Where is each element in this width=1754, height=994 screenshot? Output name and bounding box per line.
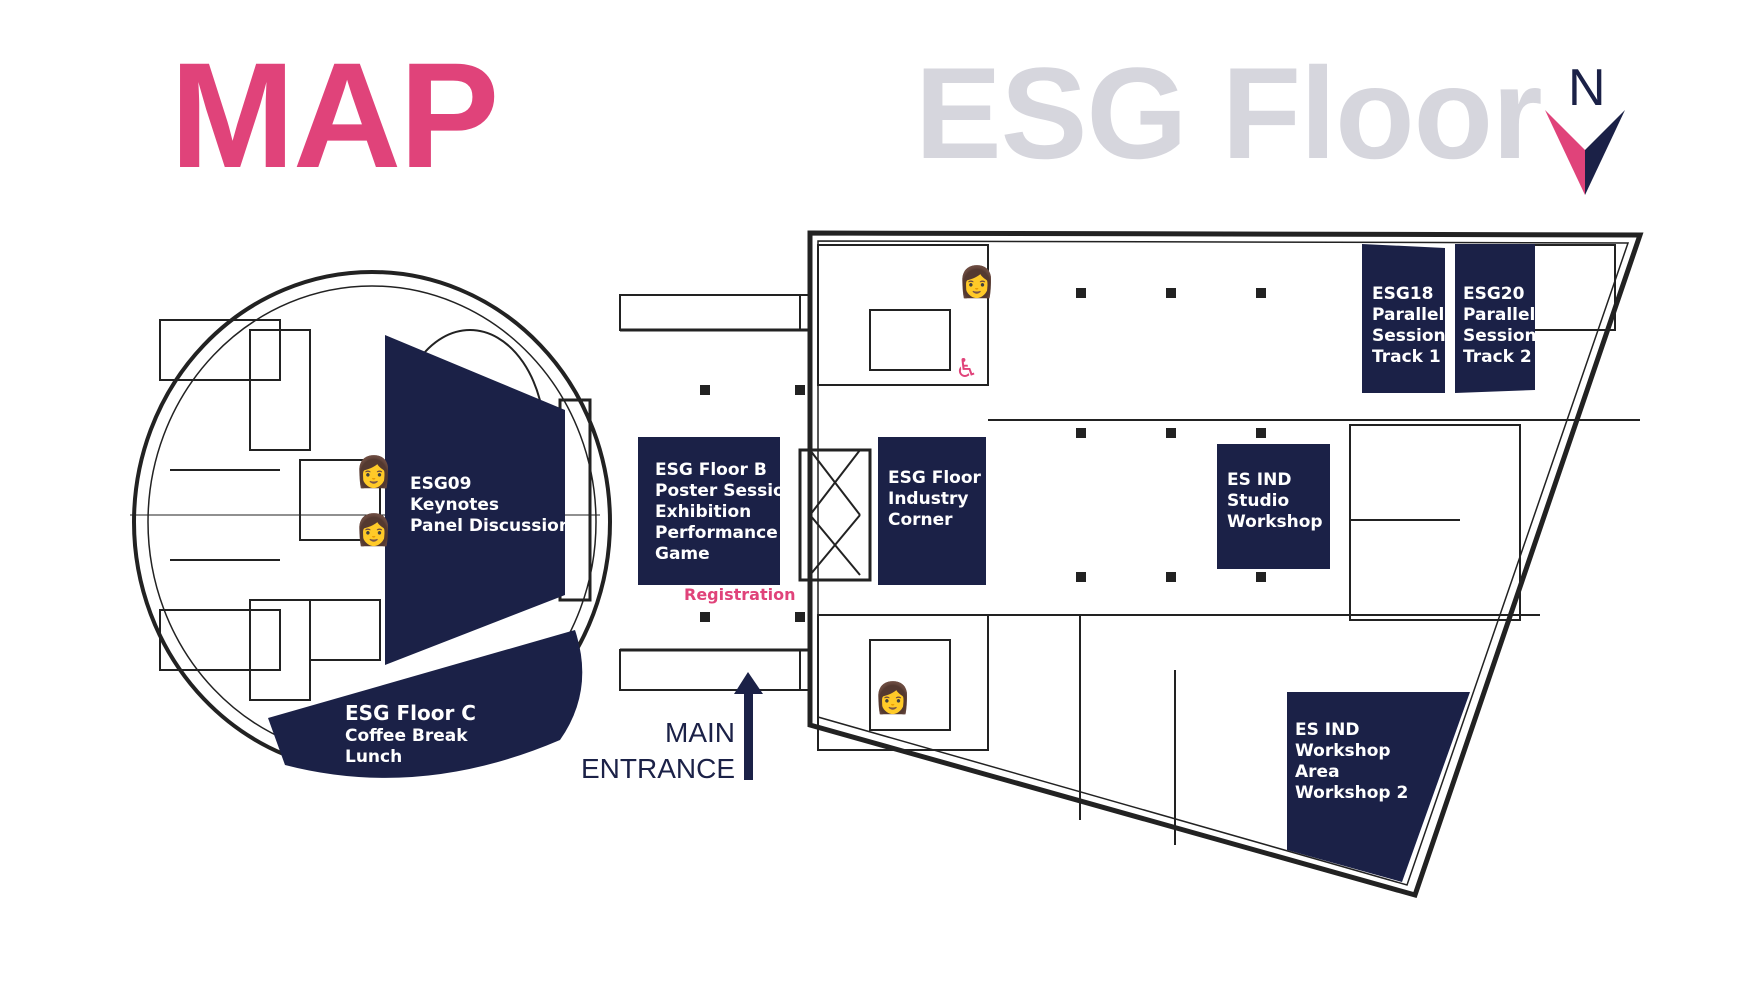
label-esg09: ESG09 Keynotes Panel Discussions	[410, 474, 582, 536]
label-esg-floor-c: Coffee Break Lunch	[345, 726, 468, 767]
main-building	[798, 230, 1644, 899]
label-esg-floor-a: ESG Floor A Industry Corner	[888, 468, 1000, 530]
restroom-icon: 👩	[355, 455, 393, 490]
north-letter: N	[1568, 59, 1606, 117]
room-esg18[interactable]	[1362, 244, 1445, 393]
entrance-line-1: MAIN	[665, 717, 735, 748]
registration-label: Registration	[684, 585, 796, 604]
room-esg20[interactable]	[1455, 244, 1535, 393]
restroom-icon: 👩	[355, 513, 393, 548]
label-es-ind-workshop-area: ES IND Workshop Area Workshop 2	[1295, 720, 1409, 803]
label-esg18: ESG18 Parallel Session Track 1	[1372, 284, 1446, 367]
room-es-ind-studio[interactable]	[1217, 444, 1330, 569]
wheelchair-icon: ♿	[955, 354, 979, 384]
label-esg-floor-c-title: ESG Floor C	[345, 701, 476, 725]
room-es-ind-workshop-area[interactable]	[1287, 692, 1470, 882]
restroom-icon: 👩	[874, 681, 912, 716]
corridor	[619, 294, 810, 691]
north-arrow-icon	[1545, 110, 1625, 195]
label-esg-floor-b: ESG Floor B Poster Session Exhibition Pe…	[655, 460, 797, 564]
map-title: MAP	[170, 31, 499, 199]
room-esg-floor-b[interactable]	[638, 437, 780, 585]
room-esg09[interactable]	[385, 335, 565, 665]
room-esg-floor-c[interactable]	[268, 630, 583, 778]
label-esg20: ESG20 Parallel Session Track 2	[1463, 284, 1537, 367]
up-arrow-icon	[734, 672, 763, 780]
entrance-line-2: ENTRANCE	[580, 753, 735, 784]
restroom-icon: 👩	[958, 265, 996, 300]
floor-title: ESG Floor	[915, 40, 1543, 186]
main-entrance-label: MAIN ENTRANCE	[575, 715, 735, 787]
room-esg-floor-a[interactable]	[878, 437, 986, 585]
label-es-ind-studio: ES IND Studio Workshop 1	[1227, 470, 1341, 532]
